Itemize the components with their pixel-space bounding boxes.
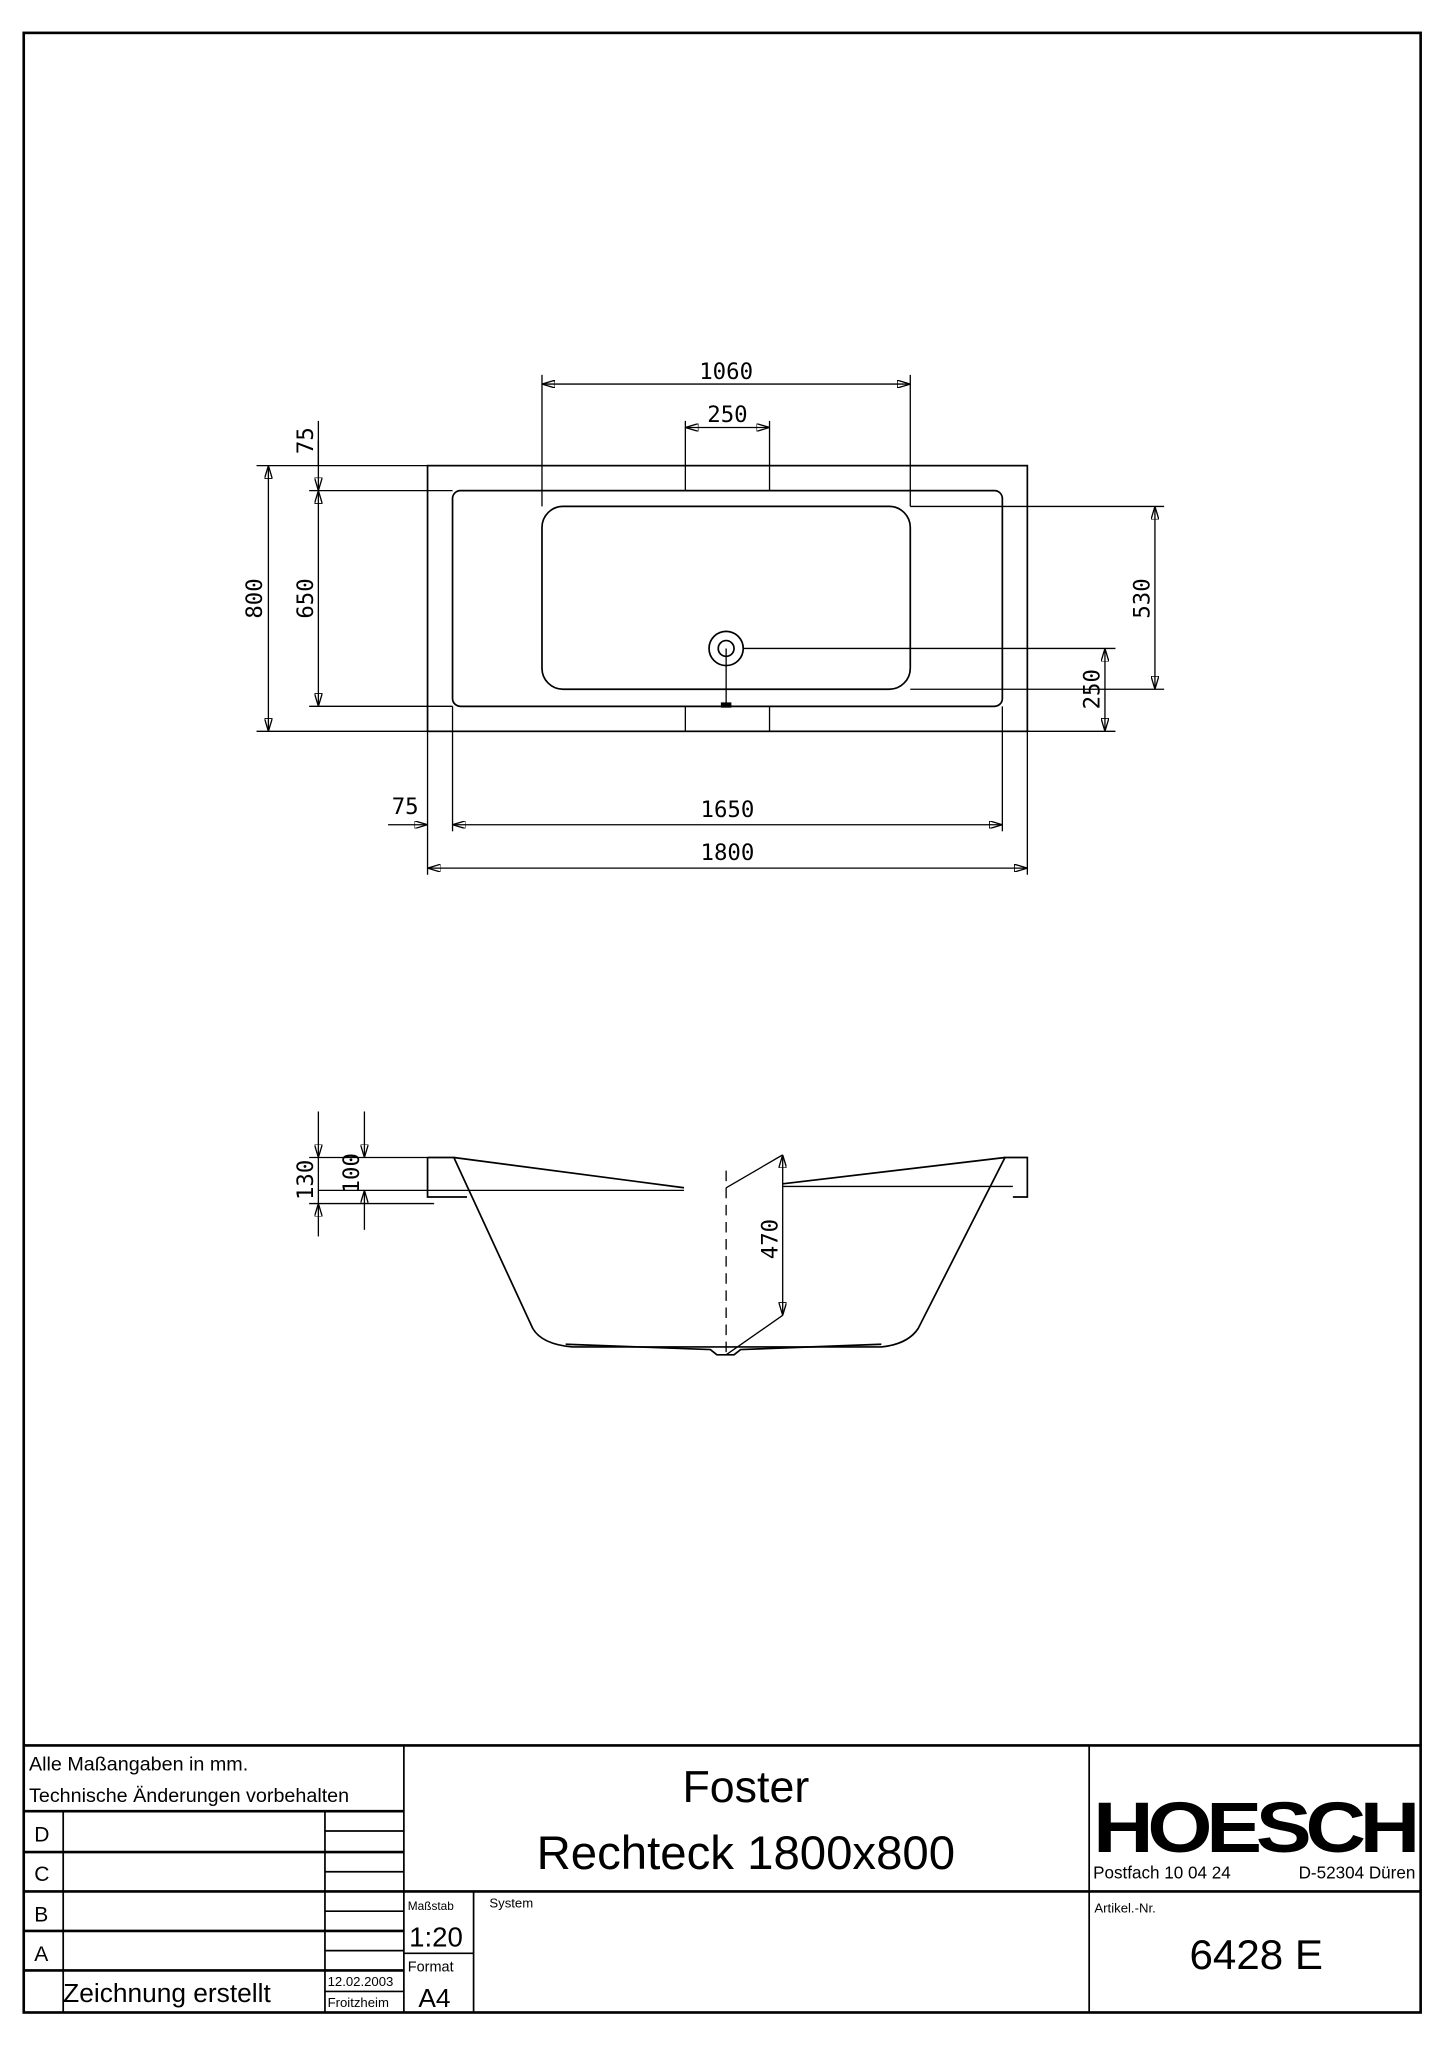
dim-1800: 1800	[701, 840, 755, 866]
address-postfach: Postfach 10 04 24	[1093, 1863, 1231, 1882]
scale-label: Maßstab	[408, 1899, 454, 1913]
dim-1060: 1060	[699, 359, 753, 385]
dim-530: 530	[1130, 578, 1156, 618]
revision-d: D	[34, 1823, 49, 1846]
address-city: D-52304 Düren	[1299, 1863, 1416, 1882]
created-date: 12.02.2003	[328, 1974, 394, 1989]
dim-130: 130	[293, 1160, 319, 1200]
title-block: Alle Maßangaben in mm. Technische Änderu…	[23, 1744, 1421, 2013]
revision-a: A	[34, 1943, 48, 1966]
created-by: Froitzheim	[328, 1995, 389, 2010]
drawing-subtitle: Rechteck 1800x800	[537, 1827, 956, 1880]
dim-250-offset: 250	[1080, 669, 1106, 709]
dim-470: 470	[757, 1219, 783, 1259]
format-label: Format	[408, 1960, 454, 1976]
drawing-title: Foster	[682, 1763, 809, 1812]
top-view: 1060 250 75 800 650 530 250 1650 75 1800	[242, 359, 1165, 875]
tub-outer-outline	[426, 464, 1029, 733]
note-dimensions: Alle Maßangaben in mm.	[29, 1753, 248, 1775]
dim-1650: 1650	[701, 797, 755, 823]
revision-b: B	[34, 1904, 48, 1927]
tub-rim-outline	[451, 489, 1004, 708]
note-changes: Technische Änderungen vorbehalten	[29, 1785, 349, 1807]
created-label: Zeichnung erstellt	[63, 1978, 271, 2008]
drawing-border	[22, 31, 1422, 2014]
format-value: A4	[418, 1983, 450, 2013]
system-label: System	[489, 1895, 533, 1910]
dim-75-top: 75	[293, 427, 319, 454]
tub-side-profile	[427, 1156, 1029, 1348]
dim-100: 100	[339, 1153, 365, 1193]
side-view: 130 100 470	[293, 1111, 1029, 1356]
hoesch-logo: HOESCH	[1093, 1789, 1415, 1868]
dim-650: 650	[293, 578, 319, 618]
scale-value: 1:20	[409, 1922, 463, 1953]
dim-75-left: 75	[392, 794, 419, 820]
revision-c: C	[34, 1863, 49, 1886]
dim-250-drain: 250	[707, 402, 747, 428]
article-label: Artikel.-Nr.	[1094, 1901, 1155, 1916]
dim-800: 800	[242, 578, 268, 618]
article-number: 6428 E	[1190, 1931, 1323, 1978]
